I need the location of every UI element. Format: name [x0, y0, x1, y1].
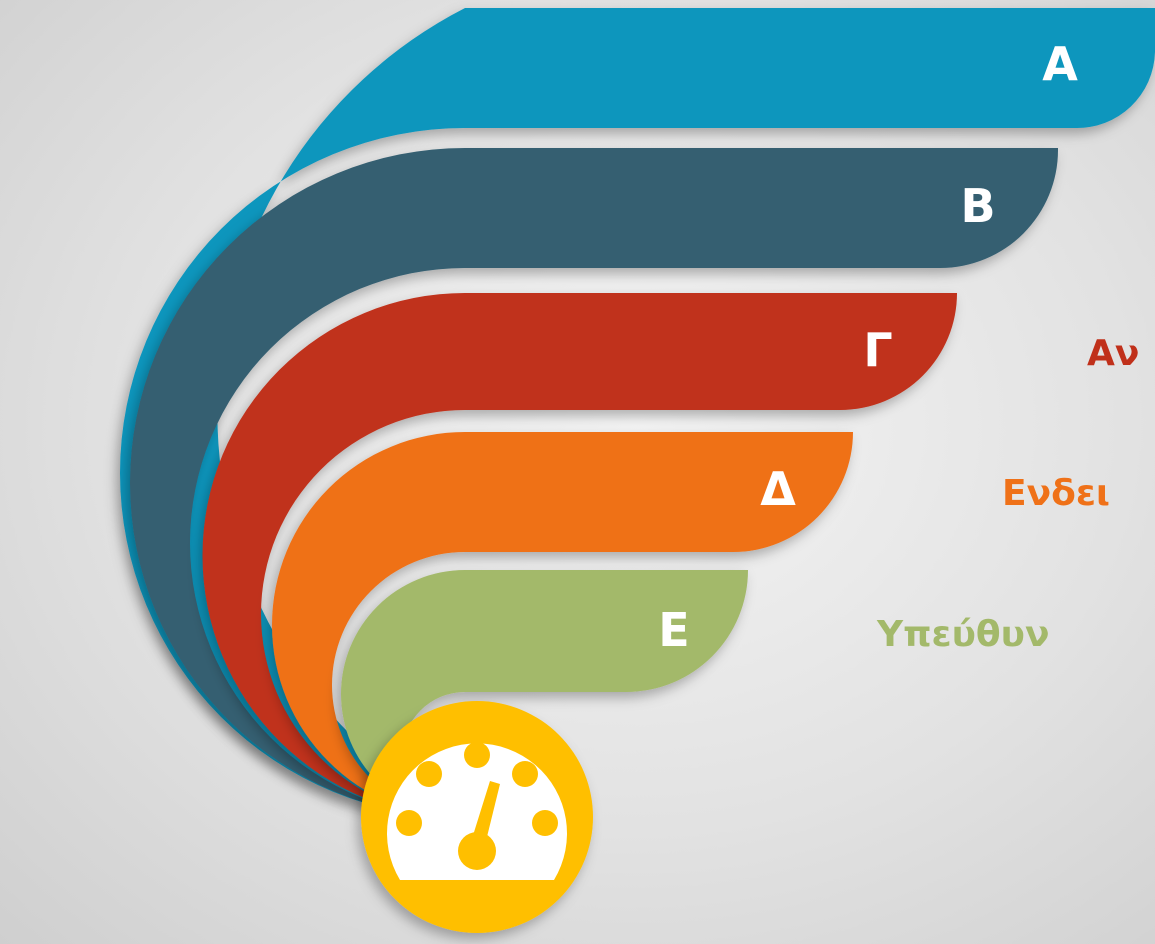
- gauge-needle: [458, 781, 500, 870]
- band-d: [272, 432, 853, 818]
- band-e-label: Υπεύθυν: [876, 614, 1049, 655]
- band-b: [130, 148, 1058, 818]
- band-d-label: Ενδει: [1002, 473, 1110, 514]
- band-c: [202, 293, 957, 818]
- gauge-dots: [396, 742, 558, 836]
- band-d-letter: Δ: [760, 462, 796, 516]
- band-e: [341, 570, 748, 818]
- band-a: [120, 8, 1155, 818]
- band-e-letter: Ε: [658, 603, 689, 657]
- band-c-label: Αν: [1087, 333, 1139, 374]
- band-c-letter: Γ: [863, 323, 892, 377]
- band-b-letter: Β: [960, 179, 995, 233]
- speedometer-icon: [361, 701, 593, 933]
- band-a-letter: Α: [1042, 37, 1078, 91]
